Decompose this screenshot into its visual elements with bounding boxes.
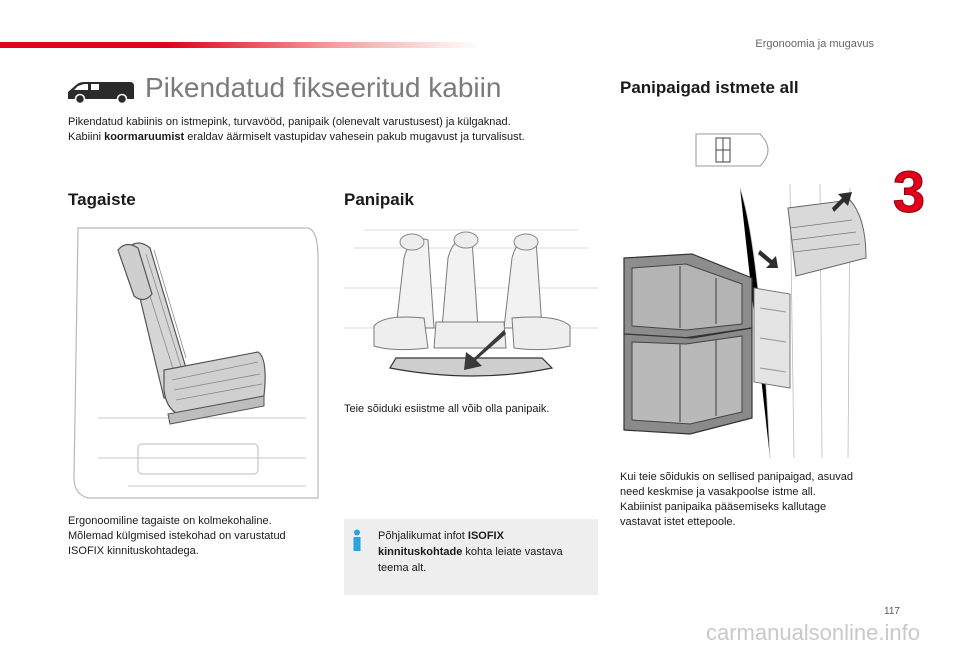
chapter-title: Ergonoomia ja mugavus bbox=[755, 38, 874, 50]
section-heading-panipaigad: Panipaigad istmete all bbox=[620, 78, 799, 97]
section-heading-tagaiste: Tagaiste bbox=[68, 190, 136, 209]
panipaigad-caption: Kui teie sõidukis on sellised panipaigad… bbox=[620, 471, 853, 528]
rear-bench-illustration bbox=[68, 218, 320, 510]
intro-line-1: Pikendatud kabiinis on istmepink, turvav… bbox=[68, 116, 511, 128]
under-seat-storage-illustration bbox=[344, 218, 598, 388]
section-heading-panipaik: Panipaik bbox=[344, 190, 414, 209]
intro-bold-term: koormaruumist bbox=[104, 131, 185, 143]
info-icon bbox=[353, 529, 361, 551]
info-box: Põhjalikumat infot ISOFIX kinnituskohtad… bbox=[344, 519, 598, 595]
info-box-text: Põhjalikumat infot ISOFIX kinnituskohtad… bbox=[378, 530, 563, 574]
car-topview-thumbnail-icon bbox=[695, 133, 769, 167]
info-box-bold-term: ISOFIX kinnituskohtade bbox=[378, 530, 504, 558]
seat-storage-compartments-illustration bbox=[620, 128, 874, 460]
chapter-number-badge: 3 bbox=[892, 160, 925, 220]
watermark: carmanualsonline.info bbox=[705, 620, 920, 645]
chapter-number: 3 bbox=[893, 160, 925, 220]
tagaiste-caption: Ergonoomiline tagaiste on kolmekohaline.… bbox=[68, 515, 286, 557]
panipaik-caption: Teie sõiduki esiistme all võib olla pani… bbox=[344, 403, 550, 415]
intro-paragraph: Pikendatud kabiinis on istmepink, turvav… bbox=[68, 115, 588, 145]
page-title: Pikendatud fikseeritud kabiin bbox=[145, 72, 502, 103]
intro-line-2: Kabiini koormaruumist eraldav äärmiselt … bbox=[68, 131, 525, 143]
page-number: 117 bbox=[884, 606, 900, 617]
header-accent-bar bbox=[0, 42, 480, 48]
van-icon bbox=[68, 82, 134, 104]
